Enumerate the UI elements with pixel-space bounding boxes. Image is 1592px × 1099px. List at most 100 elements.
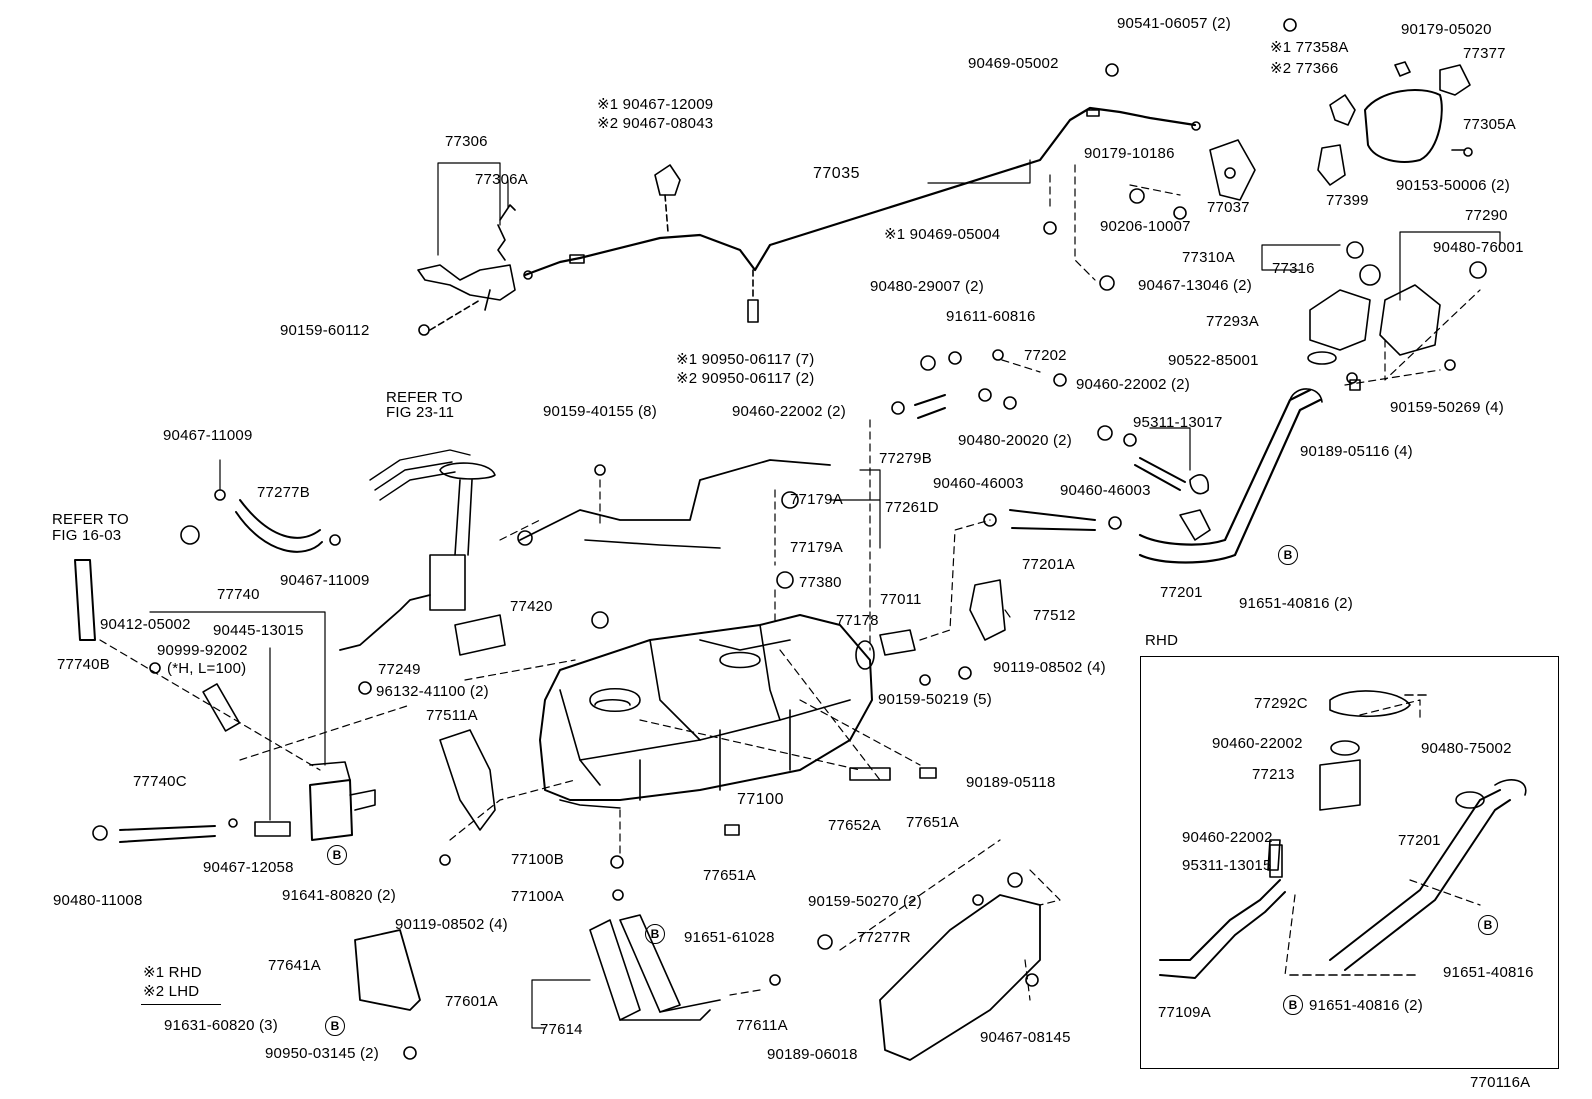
label-refer-to-2: REFER TO <box>52 511 129 528</box>
label-77611A: 77611A <box>736 1017 788 1034</box>
heat-shield <box>354 929 421 1011</box>
label-90179-05020: 90179-05020 <box>1401 21 1492 38</box>
label-90467-08145: 90467-08145 <box>980 1029 1071 1046</box>
label-90467-11009-a: 90467-11009 <box>163 427 253 444</box>
label-91641-80820: 91641-80820 (2) <box>282 887 396 904</box>
label-90541-06057: 90541-06057 (2) <box>1117 15 1231 32</box>
label-77511A: 77511A <box>426 707 478 724</box>
label-77651A-b: 77651A <box>703 867 756 884</box>
label-90467-12058: 90467-12058 <box>203 859 294 876</box>
label-90480-75002: 90480-75002 <box>1421 740 1512 757</box>
label-90159-60112: 90159-60112 <box>280 322 370 339</box>
label-91651-61028: 91651-61028 <box>684 929 775 946</box>
label-77179A-a: 77179A <box>790 491 843 508</box>
protector-77277R <box>879 894 1041 1061</box>
label-77420: 77420 <box>510 598 553 615</box>
label-91651-40816-a: 91651-40816 (2) <box>1239 595 1353 612</box>
fuel-pump <box>369 449 506 656</box>
label-77201: 77201 <box>1160 584 1203 601</box>
label-77306A: 77306A <box>475 171 528 188</box>
label-90522-85001: 90522-85001 <box>1168 352 1259 369</box>
label-77037: 77037 <box>1207 199 1250 216</box>
label-77740C: 77740C <box>133 773 187 790</box>
label-77377: 77377 <box>1463 45 1506 62</box>
label-note2-90950-06117: ※2 90950-06117 (2) <box>676 370 815 387</box>
tank-straps <box>589 914 721 1021</box>
label-90159-50269: 90159-50269 (4) <box>1390 399 1504 416</box>
label-90469-05002: 90469-05002 <box>968 55 1059 72</box>
label-77277R: 77277R <box>857 929 911 946</box>
label-77316: 77316 <box>1272 260 1315 277</box>
label-90153-50006: 90153-50006 (2) <box>1396 177 1510 194</box>
fuel-line <box>339 594 431 651</box>
label-90460-22002-c: 90460-22002 <box>1212 735 1303 752</box>
label-77512: 77512 <box>1033 607 1076 624</box>
legend-lhd: ※2 LHD <box>143 983 200 1000</box>
label-77740B: 77740B <box>57 656 110 673</box>
label-77277B: 77277B <box>257 484 310 501</box>
label-77292C: 77292C <box>1254 695 1308 712</box>
fuel-tank <box>539 614 873 809</box>
label-77293A: 77293A <box>1206 313 1259 330</box>
leader-dashes <box>99 164 1481 1001</box>
fuel-filler-door <box>1317 61 1473 186</box>
label-90480-76001: 90480-76001 <box>1433 239 1524 256</box>
label-77641A: 77641A <box>268 957 321 974</box>
label-90189-05116: 90189-05116 (4) <box>1300 443 1413 460</box>
hose-77201A <box>1009 509 1096 531</box>
label-note2-77366: ※2 77366 <box>1270 60 1339 77</box>
label-77213: 77213 <box>1252 766 1295 783</box>
b-marker: B <box>325 1016 345 1036</box>
legend-underline <box>141 1004 221 1005</box>
label-h-l100: (*H, L=100) <box>167 660 247 677</box>
label-fig-16-03: FIG 16-03 <box>52 527 122 544</box>
label-fig-23-11: FIG 23-11 <box>386 404 455 421</box>
label-90412-05002: 90412-05002 <box>100 616 191 633</box>
label-77109A: 77109A <box>1158 1004 1211 1021</box>
label-90159-50219: 90159-50219 (5) <box>878 691 992 708</box>
filler-housing <box>1307 241 1487 365</box>
rhd-filler-parts <box>1159 690 1527 979</box>
label-77100A: 77100A <box>511 888 564 905</box>
label-77249: 77249 <box>378 661 421 678</box>
bracket-77512 <box>969 579 1006 641</box>
hose-77740B <box>74 559 96 641</box>
filler-pipe <box>1138 388 1323 564</box>
label-rhd-box-title: RHD <box>1145 632 1179 649</box>
label-90189-05118: 90189-05118 <box>966 774 1056 791</box>
label-90950-03145: 90950-03145 (2) <box>265 1045 379 1062</box>
b-marker: B <box>327 845 347 865</box>
label-90467-11009-b: 90467-11009 <box>280 572 370 589</box>
label-77100B: 77100B <box>511 851 564 868</box>
label-90467-13046: 90467-13046 (2) <box>1138 277 1252 294</box>
label-96132-41100: 96132-41100 (2) <box>376 683 489 700</box>
label-77740: 77740 <box>217 586 260 603</box>
label-77035: 77035 <box>813 165 860 182</box>
label-77279B: 77279B <box>879 450 932 467</box>
label-77011: 77011 <box>880 591 922 608</box>
label-77651A-a: 77651A <box>906 814 959 831</box>
label-90206-10007: 90206-10007 <box>1100 218 1191 235</box>
label-90480-29007: 90480-29007 (2) <box>870 278 984 295</box>
label-90460-46003-a: 90460-46003 <box>933 475 1024 492</box>
b-marker: B <box>1478 915 1498 935</box>
fuel-filter <box>309 761 376 841</box>
label-77614: 77614 <box>540 1021 583 1038</box>
label-note2-90467-08043: ※2 90467-08043 <box>597 115 714 132</box>
label-note1-90950-06117: ※1 90950-06117 (7) <box>676 351 815 368</box>
label-90460-22002-b: 90460-22002 (2) <box>732 403 846 420</box>
label-90480-20020: 90480-20020 (2) <box>958 432 1072 449</box>
label-77306: 77306 <box>445 133 488 150</box>
label-77261D: 77261D <box>885 499 939 516</box>
hose-77277B <box>235 499 323 553</box>
clip-shape <box>654 164 681 196</box>
label-refer-to-1: REFER TO <box>386 389 463 406</box>
hose-95311 <box>1134 457 1186 491</box>
label-77201A: 77201A <box>1022 556 1075 573</box>
label-77380: 77380 <box>799 574 842 591</box>
leader-lines <box>149 159 1501 1029</box>
label-77202: 77202 <box>1024 347 1067 364</box>
label-77100: 77100 <box>737 791 784 808</box>
label-91611-60816: 91611-60816 <box>946 308 1036 325</box>
